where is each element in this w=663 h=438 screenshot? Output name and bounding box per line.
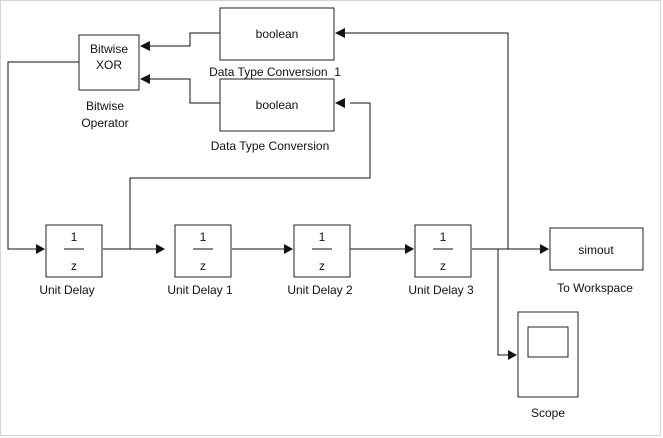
arrowhead-dtc0-in [335, 98, 345, 108]
dtc0-block-text: boolean [256, 98, 299, 112]
arrowhead-unitdelay1-in [156, 244, 165, 254]
dtc0-caption: Data Type Conversion [211, 139, 330, 153]
to-workspace-block-text: simout [578, 243, 614, 257]
unit-delay-denominator: z [71, 259, 77, 273]
unit-delay-3-block[interactable]: 1 z [414, 224, 472, 278]
arrowhead-scope-in [508, 350, 517, 360]
arrowhead-unitdelay3-in [405, 244, 414, 254]
arrowhead-unitdelay-in [36, 244, 45, 254]
unit-delay-3-numerator: 1 [440, 230, 447, 244]
arrowhead-xor-in2 [140, 74, 150, 84]
to-workspace-block[interactable]: simout [549, 227, 644, 271]
unit-delay-2-numerator: 1 [319, 230, 326, 244]
wire-branch-to-scope [497, 249, 508, 356]
dtc1-block-text: boolean [256, 27, 299, 41]
wire-dtc0-to-xor [150, 78, 220, 104]
arrowhead-workspace-in [540, 244, 549, 254]
unit-delay-1-caption: Unit Delay 1 [167, 283, 233, 297]
unit-delay-2-block[interactable]: 1 z [293, 224, 351, 278]
bitwise-caption-line2: Operator [81, 116, 128, 130]
arrowhead-dtc1-in [335, 28, 345, 38]
unit-delay-1-numerator: 1 [200, 230, 207, 244]
unit-delay-3-caption: Unit Delay 3 [408, 283, 474, 297]
wire-xor-to-unitdelay [7, 61, 79, 250]
scope-caption: Scope [531, 406, 565, 420]
bitwise-caption-line1: Bitwise [86, 99, 124, 113]
unit-delay-block[interactable]: 1 z [45, 224, 103, 278]
scope-screen-icon [527, 326, 569, 358]
data-type-conversion-1-block[interactable]: boolean [219, 7, 335, 61]
arrowhead-unitdelay2-in [284, 244, 293, 254]
unit-delay-3-denominator: z [440, 259, 446, 273]
unit-delay-caption: Unit Delay [39, 283, 94, 297]
bitwise-block-line1: Bitwise [90, 42, 128, 56]
data-type-conversion-block[interactable]: boolean [219, 78, 335, 132]
wire-dtc1-to-xor [150, 32, 220, 47]
unit-delay-2-caption: Unit Delay 2 [287, 283, 353, 297]
unit-delay-numerator: 1 [71, 230, 78, 244]
wire-unitdelay-branch-to-dtc [129, 102, 371, 249]
unit-delay-1-denominator: z [200, 259, 206, 273]
dtc1-caption: Data Type Conversion 1 [209, 65, 341, 79]
unit-delay-1-block[interactable]: 1 z [174, 224, 232, 278]
bitwise-operator-block[interactable]: Bitwise XOR [78, 34, 140, 91]
to-workspace-caption: To Workspace [557, 281, 633, 295]
arrowhead-xor-in1 [140, 41, 150, 51]
wire-branch-to-dtc1 [345, 32, 509, 249]
unit-delay-2-denominator: z [319, 259, 325, 273]
scope-block[interactable] [517, 311, 579, 398]
bitwise-block-line2: XOR [96, 58, 122, 72]
